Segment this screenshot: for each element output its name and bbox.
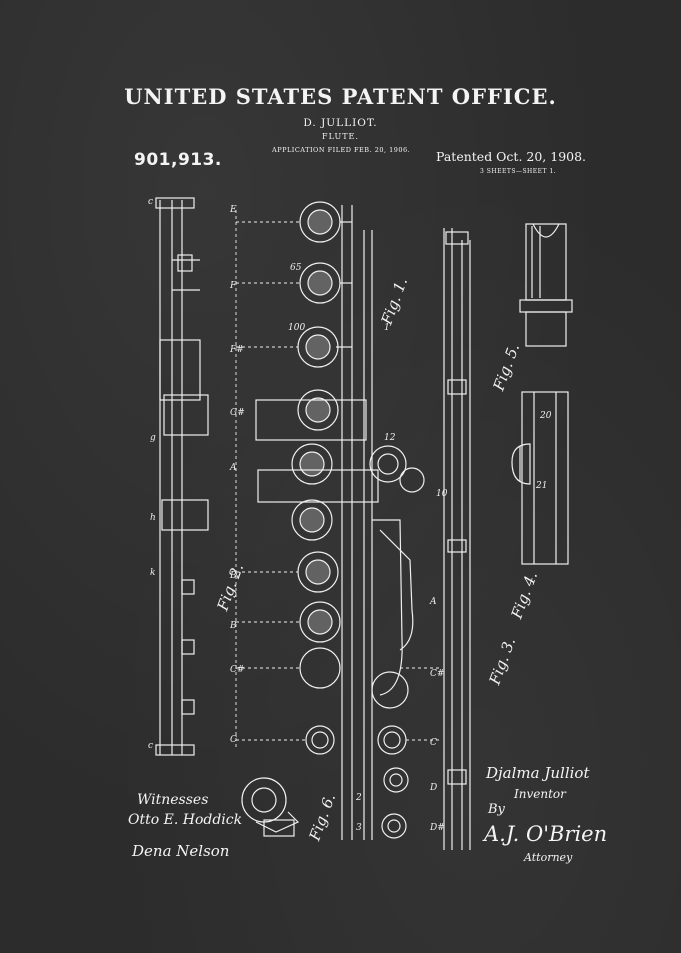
inventor-label: Inventor (514, 787, 566, 801)
sheet-count: 3 SHEETS—SHEET 1. (480, 168, 557, 175)
patent-number: 901,913. (134, 150, 222, 170)
svg-text:C: C (230, 735, 237, 745)
svg-text:C#: C# (430, 669, 444, 679)
svg-text:100: 100 (288, 323, 305, 333)
witness-signature-1: Otto E. Hoddick (128, 812, 243, 828)
svg-text:2: 2 (355, 793, 362, 803)
svg-text:F#: F# (229, 345, 244, 355)
svg-text:D#: D# (429, 823, 445, 833)
svg-text:E: E (229, 205, 237, 215)
leader-lines (235, 210, 440, 750)
svg-text:h: h (150, 513, 156, 523)
patented-date: Patented Oct. 20, 1908. (436, 149, 587, 164)
application-filed: APPLICATION FILED FEB. 20, 1906. (272, 146, 411, 154)
svg-text:D: D (429, 783, 437, 793)
svg-text:65: 65 (290, 263, 302, 273)
svg-text:12: 12 (384, 433, 396, 443)
fig5-tube-section (519, 223, 573, 347)
inventor-signature: Djalma Julliot (486, 764, 590, 782)
svg-text:10: 10 (436, 489, 448, 499)
witnesses-label: Witnesses (137, 792, 209, 808)
svg-text:A: A (429, 597, 437, 607)
fig1-key-system (255, 201, 425, 840)
fig2-flute-side (155, 197, 209, 756)
svg-text:B: B (229, 571, 237, 581)
svg-text:C#: C# (230, 665, 244, 675)
svg-text:F: F (229, 281, 237, 291)
svg-text:k: k (150, 568, 155, 578)
fig6-detail (241, 777, 300, 837)
svg-text:g: g (150, 433, 156, 443)
svg-text:3: 3 (356, 823, 362, 833)
witness-signature-2: Dena Nelson (132, 842, 230, 860)
svg-text:c: c (148, 741, 153, 751)
reference-numerals: c E F F# G# A B B C# C c g h k 65 100 1 … (148, 197, 552, 833)
attorney-label: Attorney (524, 851, 573, 864)
svg-text:20: 20 (539, 411, 552, 421)
svg-text:C: C (430, 738, 437, 748)
office-title: UNITED STATES PATENT OFFICE. (124, 84, 557, 109)
invention-title: FLUTE. (322, 132, 359, 141)
inventor-name: D. JULLIOT. (303, 117, 378, 129)
svg-text:G#: G# (230, 408, 245, 418)
attorney-signature: A.J. O'Brien (484, 822, 608, 846)
fig3-rod (443, 228, 471, 850)
svg-text:c: c (148, 197, 153, 207)
by-label: By (488, 802, 505, 817)
fig4-tube-hole (511, 391, 569, 565)
svg-text:1: 1 (384, 323, 390, 333)
svg-text:21: 21 (535, 481, 547, 491)
svg-text:A: A (229, 463, 237, 473)
svg-text:B: B (229, 621, 237, 631)
